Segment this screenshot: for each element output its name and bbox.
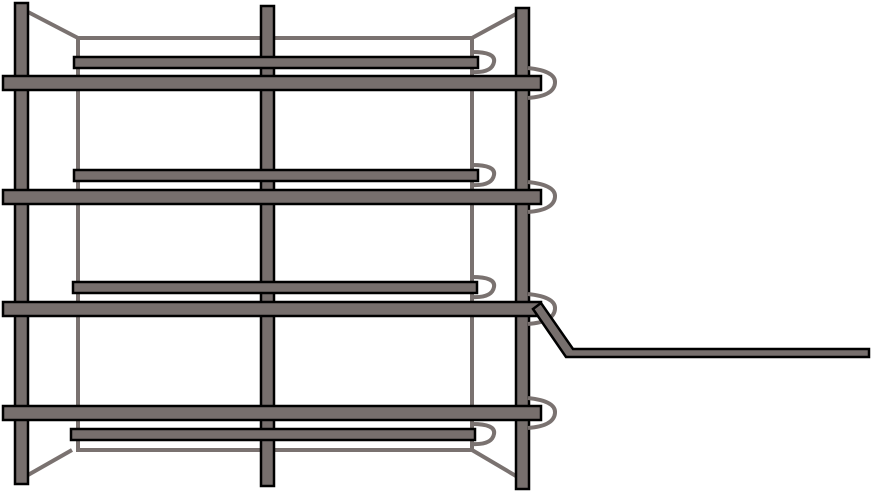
middle-post [259, 4, 276, 488]
wire-diagonal [27, 10, 79, 40]
handle [531, 301, 871, 359]
short-rod [72, 55, 480, 70]
short-rod-loop [471, 50, 497, 75]
long-rod [1, 300, 543, 318]
short-rod [69, 427, 477, 442]
post-loop [527, 180, 557, 214]
wire-diagonal [471, 12, 517, 40]
horizontal-rods [1, 55, 543, 442]
long-rod [1, 188, 543, 206]
long-rod [1, 74, 543, 92]
short-rod-loop [471, 422, 497, 447]
post-loop [527, 66, 557, 100]
short-rod-loop [471, 163, 497, 188]
vertical-posts [13, 1, 531, 491]
wire-diagonal [27, 448, 73, 477]
handle-bar [531, 301, 871, 359]
short-rod-loop [471, 275, 497, 300]
long-rod [1, 404, 543, 422]
wire-diagonal [470, 448, 518, 478]
right-post [514, 6, 531, 491]
post-loop [527, 396, 557, 430]
short-rod [71, 280, 479, 295]
left-post [13, 1, 30, 486]
short-rod [72, 168, 480, 183]
wire-loops [471, 50, 557, 447]
